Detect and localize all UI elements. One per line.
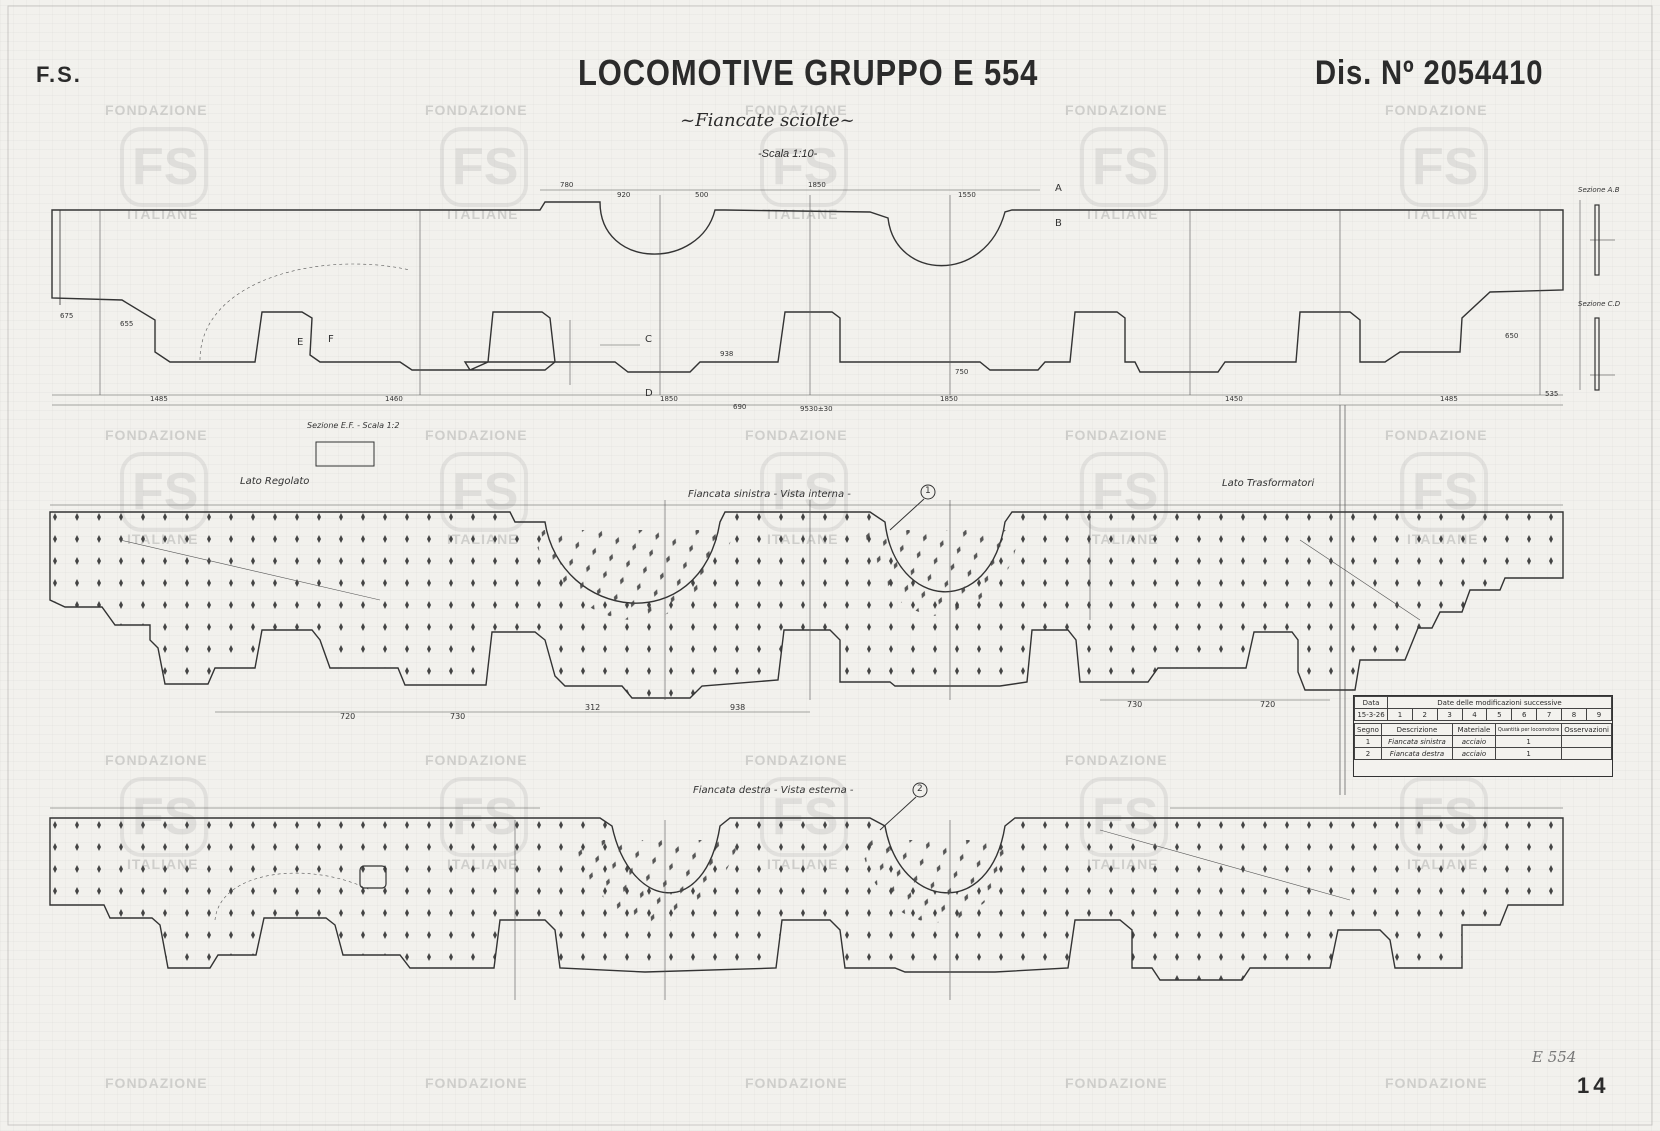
row2-quantity: 1 [1494,747,1563,760]
rev-col-6: 6 [1511,708,1538,721]
handwritten-note: E 554 [1532,1048,1577,1066]
side-transformers-label: Lato Trasformatori [1222,478,1315,489]
dim-mid-690: 690 [733,403,747,411]
section-profiles [1590,204,1615,391]
dim-mid-938: 938 [720,350,734,358]
col-material: Materiale [1452,723,1496,736]
callout-1-label: 1 [925,486,931,496]
row1-quantity: 1 [1494,735,1563,748]
mark-a: A [1055,183,1062,194]
dim-mid-535: 535 [1545,390,1559,398]
date-label: Data [1354,696,1388,709]
revision-table: Data Date delle modificazioni successive… [1353,695,1613,777]
dim-overall: 9530±30 [800,405,833,413]
dim-bottom-6: 1485 [1440,395,1458,403]
sheet-number: 14 [1577,1073,1610,1098]
drawing-subtitle: ~Fiancate sciolte~ [680,110,855,131]
dim-bottom-5: 1450 [1225,395,1243,403]
callout-markers [879,484,936,831]
mark-c: C [645,334,652,345]
col-description: Descrizione [1380,723,1454,736]
section-ef-label: Sezione E.F. - Scala 1:2 [307,421,400,430]
dim-lower-5: 312 [585,703,601,712]
railway-code: F.S. [36,62,82,87]
date-value: 15-3-26 [1354,708,1388,721]
frame-outline-top [51,201,1564,373]
left-frame-title: Fiancata sinistra - Vista interna - [688,489,851,500]
dim-bottom-1: 1485 [150,395,168,403]
row1-notes [1561,735,1612,748]
dimension-lines-top [52,189,1581,406]
mark-e: E [297,337,304,348]
rev-col-1: 1 [1387,708,1413,721]
dim-top-1: 780 [560,181,574,189]
row2-description: Fiancata destra [1380,747,1454,760]
drawing-scale: -Scala 1:10- [758,148,818,160]
row1-sign: 1 [1354,735,1382,748]
dim-mid-750: 750 [955,368,969,376]
dim-lower-1: 720 [340,712,356,721]
dim-mid-675: 675 [60,312,74,320]
rev-col-7: 7 [1536,708,1563,721]
dimension-lines-right-frame [50,807,1563,1000]
sheet-border [7,5,1653,1126]
row2-notes [1561,747,1612,760]
dim-lower-2: 730 [450,712,466,721]
dim-top-4: 1850 [808,181,826,189]
dim-bottom-4: 1850 [940,395,958,403]
dim-top-3: 500 [695,191,709,199]
mark-b: B [1055,218,1062,229]
dim-mid-655: 655 [120,320,134,328]
dimension-lines-left-frame [50,500,1563,713]
rev-col-8: 8 [1561,708,1587,721]
mark-d: D [645,388,653,399]
rev-col-4: 4 [1461,708,1488,721]
rev-col-2: 2 [1411,708,1438,721]
revision-header: Date delle modificazioni successive [1387,696,1612,709]
drawing-title: LOCOMOTIVE GRUPPO E 554 [578,52,1039,93]
section-ab-label: Sezione A.B [1578,186,1620,194]
right-frame-drawing [49,817,1564,981]
callout-2-label: 2 [917,784,923,794]
col-sign: Segno [1354,723,1382,736]
section-ef-profile [315,441,375,467]
dim-bottom-3: 1850 [660,395,678,403]
dim-lower-6: 938 [730,703,746,712]
row2-material: acciaio [1452,747,1496,760]
row1-material: acciaio [1452,735,1496,748]
dim-mid-650: 650 [1505,332,1519,340]
section-cd-label: Sezione C.D [1578,300,1621,308]
row1-description: Fiancata sinistra [1380,735,1454,748]
row2-sign: 2 [1354,747,1382,760]
col-quantity: Quantità per locomotore [1494,723,1563,736]
rev-col-3: 3 [1436,708,1463,721]
dim-top-2: 920 [617,191,631,199]
dim-top-5: 1550 [958,191,976,199]
dim-lower-3: 730 [1127,700,1143,709]
left-frame-drawing [49,511,1564,699]
mark-f: F [328,334,334,345]
side-regulator-label: Lato Regolato [240,476,310,487]
rev-col-5: 5 [1486,708,1513,721]
col-notes: Osservazioni [1561,723,1612,736]
dim-lower-4: 720 [1260,700,1276,709]
right-frame-title: Fiancata destra - Vista esterna - [693,785,854,796]
rev-col-9: 9 [1585,708,1613,721]
dim-bottom-2: 1460 [385,395,403,403]
drawing-number: Dis. Nº 2054410 [1315,54,1544,92]
